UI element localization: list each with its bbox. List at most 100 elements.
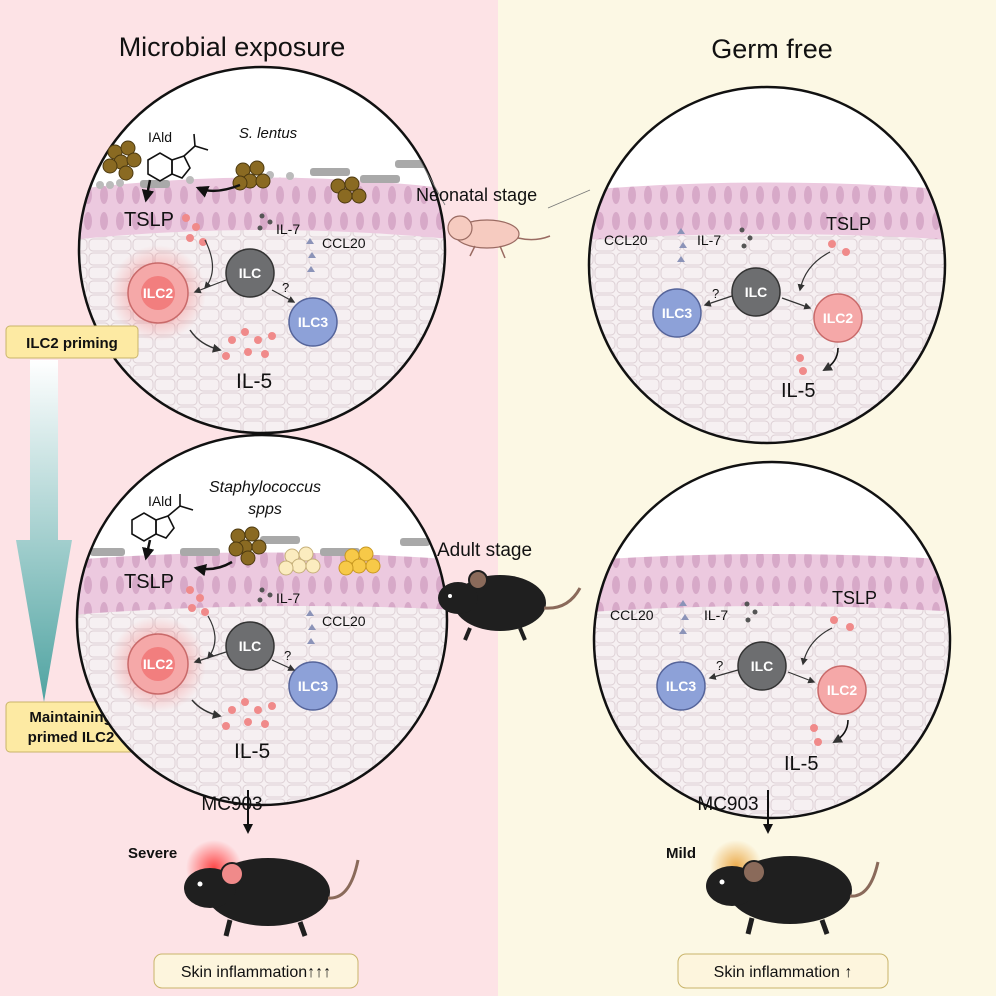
tslp-particles [828, 240, 850, 256]
il7-label: IL-7 [276, 221, 300, 237]
ilc3-cell-icon [652, 288, 702, 338]
right-treatment-label: MC903 [697, 794, 758, 815]
arrow [797, 251, 831, 292]
ilc-label: ILC [239, 638, 262, 654]
il5-label: IL-5 [234, 740, 270, 763]
il7-particles [257, 587, 273, 603]
arrow [142, 539, 155, 561]
ccl20-label: CCL20 [604, 232, 648, 248]
tslp-particles [182, 214, 207, 246]
bacteria-cluster-icon [102, 140, 142, 181]
ilc2-label: ILC2 [827, 682, 858, 698]
ilc2-cell-icon [813, 293, 863, 343]
ilc3-cell-icon [288, 661, 338, 711]
il7-label: IL-7 [697, 232, 721, 248]
ilc-label: ILC [751, 658, 774, 674]
il7-label: IL-7 [276, 590, 300, 606]
ilc3-label: ILC3 [662, 305, 693, 321]
maintaining-label-line2: primed ILC2 [28, 729, 115, 746]
arrow [193, 560, 233, 577]
il7-particles [739, 227, 753, 249]
ilc-cell-icon [225, 621, 275, 671]
arrow [191, 699, 222, 719]
right-outcome-label: Skin inflammation ↑ [714, 964, 853, 981]
arrow [193, 279, 227, 294]
species-label-line1: Staphylococcus [209, 479, 321, 496]
ccl20-label: CCL20 [322, 613, 366, 629]
question-mark: ? [284, 648, 291, 663]
tslp-particles [830, 616, 854, 631]
bacteria-cluster-icon [278, 546, 321, 576]
question-mark: ? [716, 658, 723, 673]
il5-label: IL-5 [236, 370, 272, 393]
tslp-label: TSLP [124, 571, 174, 593]
arrow [822, 347, 839, 371]
ilc-cell-icon [225, 248, 275, 298]
arrow [708, 669, 739, 680]
iald-label: IAld [148, 129, 172, 145]
il5-particles [222, 328, 276, 360]
tslp-label: TSLP [826, 214, 871, 234]
ccl20-particles [306, 238, 316, 272]
arrow [832, 719, 849, 743]
mouse-mild-icon [706, 856, 880, 935]
s-lentus-cluster-icon [232, 160, 271, 191]
ilc2-nucleus [141, 647, 175, 681]
il7-particles [744, 601, 758, 623]
il7-label: IL-7 [704, 607, 728, 623]
maintaining-label-line1: Maintaining [29, 709, 112, 726]
arrow [195, 183, 241, 198]
ilc-cell-icon [737, 641, 787, 691]
question-mark: ? [712, 286, 719, 301]
arrow [271, 659, 296, 671]
ilc2-label: ILC2 [143, 285, 174, 301]
ilc3-cell-icon [656, 661, 706, 711]
bacteria-cluster-icon [330, 176, 367, 204]
species-label: S. lentus [239, 125, 298, 142]
il5-label: IL-5 [784, 753, 818, 775]
progression-arrow [16, 360, 72, 702]
ilc-cell-icon [731, 267, 781, 317]
iald-label: IAld [148, 493, 172, 509]
il5-particles [222, 698, 276, 730]
left-top-circle: IAld S. lentus TSLP IL-7 CCL20 ILC2 ILC … [77, 65, 447, 435]
arrow [207, 615, 216, 660]
ilc2-cell-icon [817, 665, 867, 715]
ilc2-label: ILC2 [143, 656, 174, 672]
left-outcome-box [153, 953, 359, 989]
ilc2-priming-label: ILC2 priming [26, 335, 118, 352]
il5-label: IL-5 [781, 380, 815, 402]
question-mark: ? [282, 280, 289, 295]
bacteria-cluster-icon [338, 546, 381, 576]
mouse-severe-icon [184, 858, 360, 937]
ccl20-label: CCL20 [610, 607, 654, 623]
ccl20-particles [677, 228, 687, 262]
ilc3-label: ILC3 [298, 314, 329, 330]
arrow [787, 671, 816, 684]
tslp-label: TSLP [124, 209, 174, 231]
ilc-label: ILC [239, 265, 262, 281]
left-outcome-label: Skin inflammation↑↑↑ [181, 964, 331, 981]
ccl20-particles [306, 610, 316, 644]
arrow [193, 651, 227, 664]
arrow [703, 295, 733, 307]
arrow [204, 239, 214, 290]
arrow [781, 297, 812, 310]
iald-molecule-icon [147, 133, 209, 182]
right-outcome-box [677, 953, 889, 989]
adult-mouse-icon [438, 570, 582, 641]
connector-line [419, 159, 446, 206]
left-bottom-circle: IAld Staphylococcus spps TSLP IL-7 CCL20… [75, 433, 449, 807]
ilc3-cell-icon [288, 297, 338, 347]
right-title: Germ free [711, 34, 833, 64]
arrow [800, 627, 833, 666]
bacteria-cluster-icon [228, 526, 267, 566]
arrow [271, 289, 296, 303]
severity-label-right: Mild [666, 845, 696, 862]
connector-line [547, 189, 591, 209]
ilc2-label: ILC2 [823, 310, 854, 326]
neonatal-mouse-icon [447, 215, 551, 259]
ilc-label: ILC [745, 284, 768, 300]
species-label-line2: spps [248, 501, 282, 518]
